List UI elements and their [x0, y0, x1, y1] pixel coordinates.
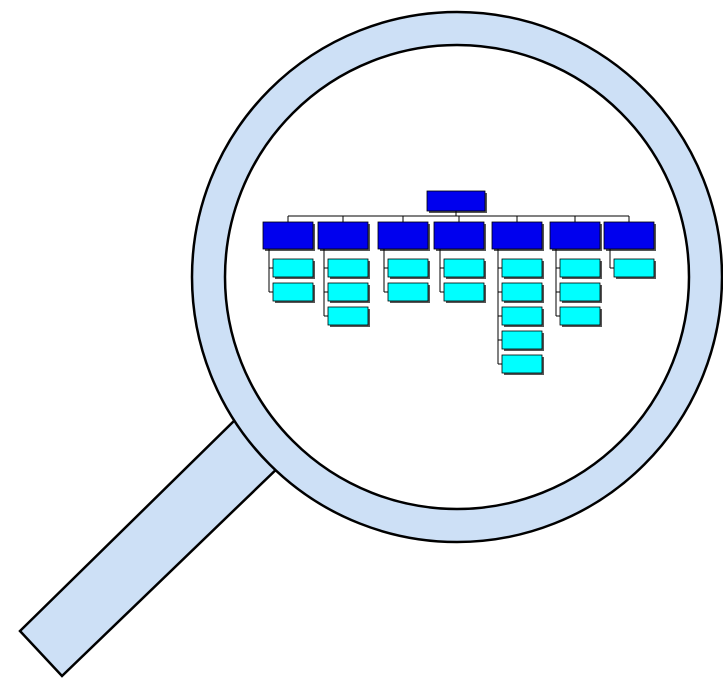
org-dept-box	[433, 221, 485, 250]
org-child-box	[501, 330, 543, 350]
org-child-box	[501, 258, 543, 278]
org-child-box	[443, 282, 485, 302]
org-child-box	[387, 258, 429, 278]
org-child-box	[272, 282, 314, 302]
org-child-box	[559, 282, 601, 302]
org-child-box	[559, 306, 601, 326]
org-dept-box	[317, 221, 369, 250]
magnifier-handle	[18, 416, 286, 678]
org-dept-box	[377, 221, 429, 250]
org-dept-box	[603, 221, 655, 250]
org-chart	[262, 190, 656, 375]
org-child-box	[327, 282, 369, 302]
org-child-box	[387, 282, 429, 302]
org-dept-box	[491, 221, 543, 250]
org-child-box	[613, 258, 655, 278]
org-child-box	[559, 258, 601, 278]
org-child-box	[501, 354, 543, 374]
org-dept-box	[549, 221, 601, 250]
org-child-box	[501, 282, 543, 302]
org-child-box	[327, 258, 369, 278]
org-dept-box	[262, 221, 314, 250]
org-child-box	[501, 306, 543, 326]
org-child-box	[327, 306, 369, 326]
org-child-box	[272, 258, 314, 278]
org-root-box	[426, 190, 486, 212]
org-child-box	[443, 258, 485, 278]
